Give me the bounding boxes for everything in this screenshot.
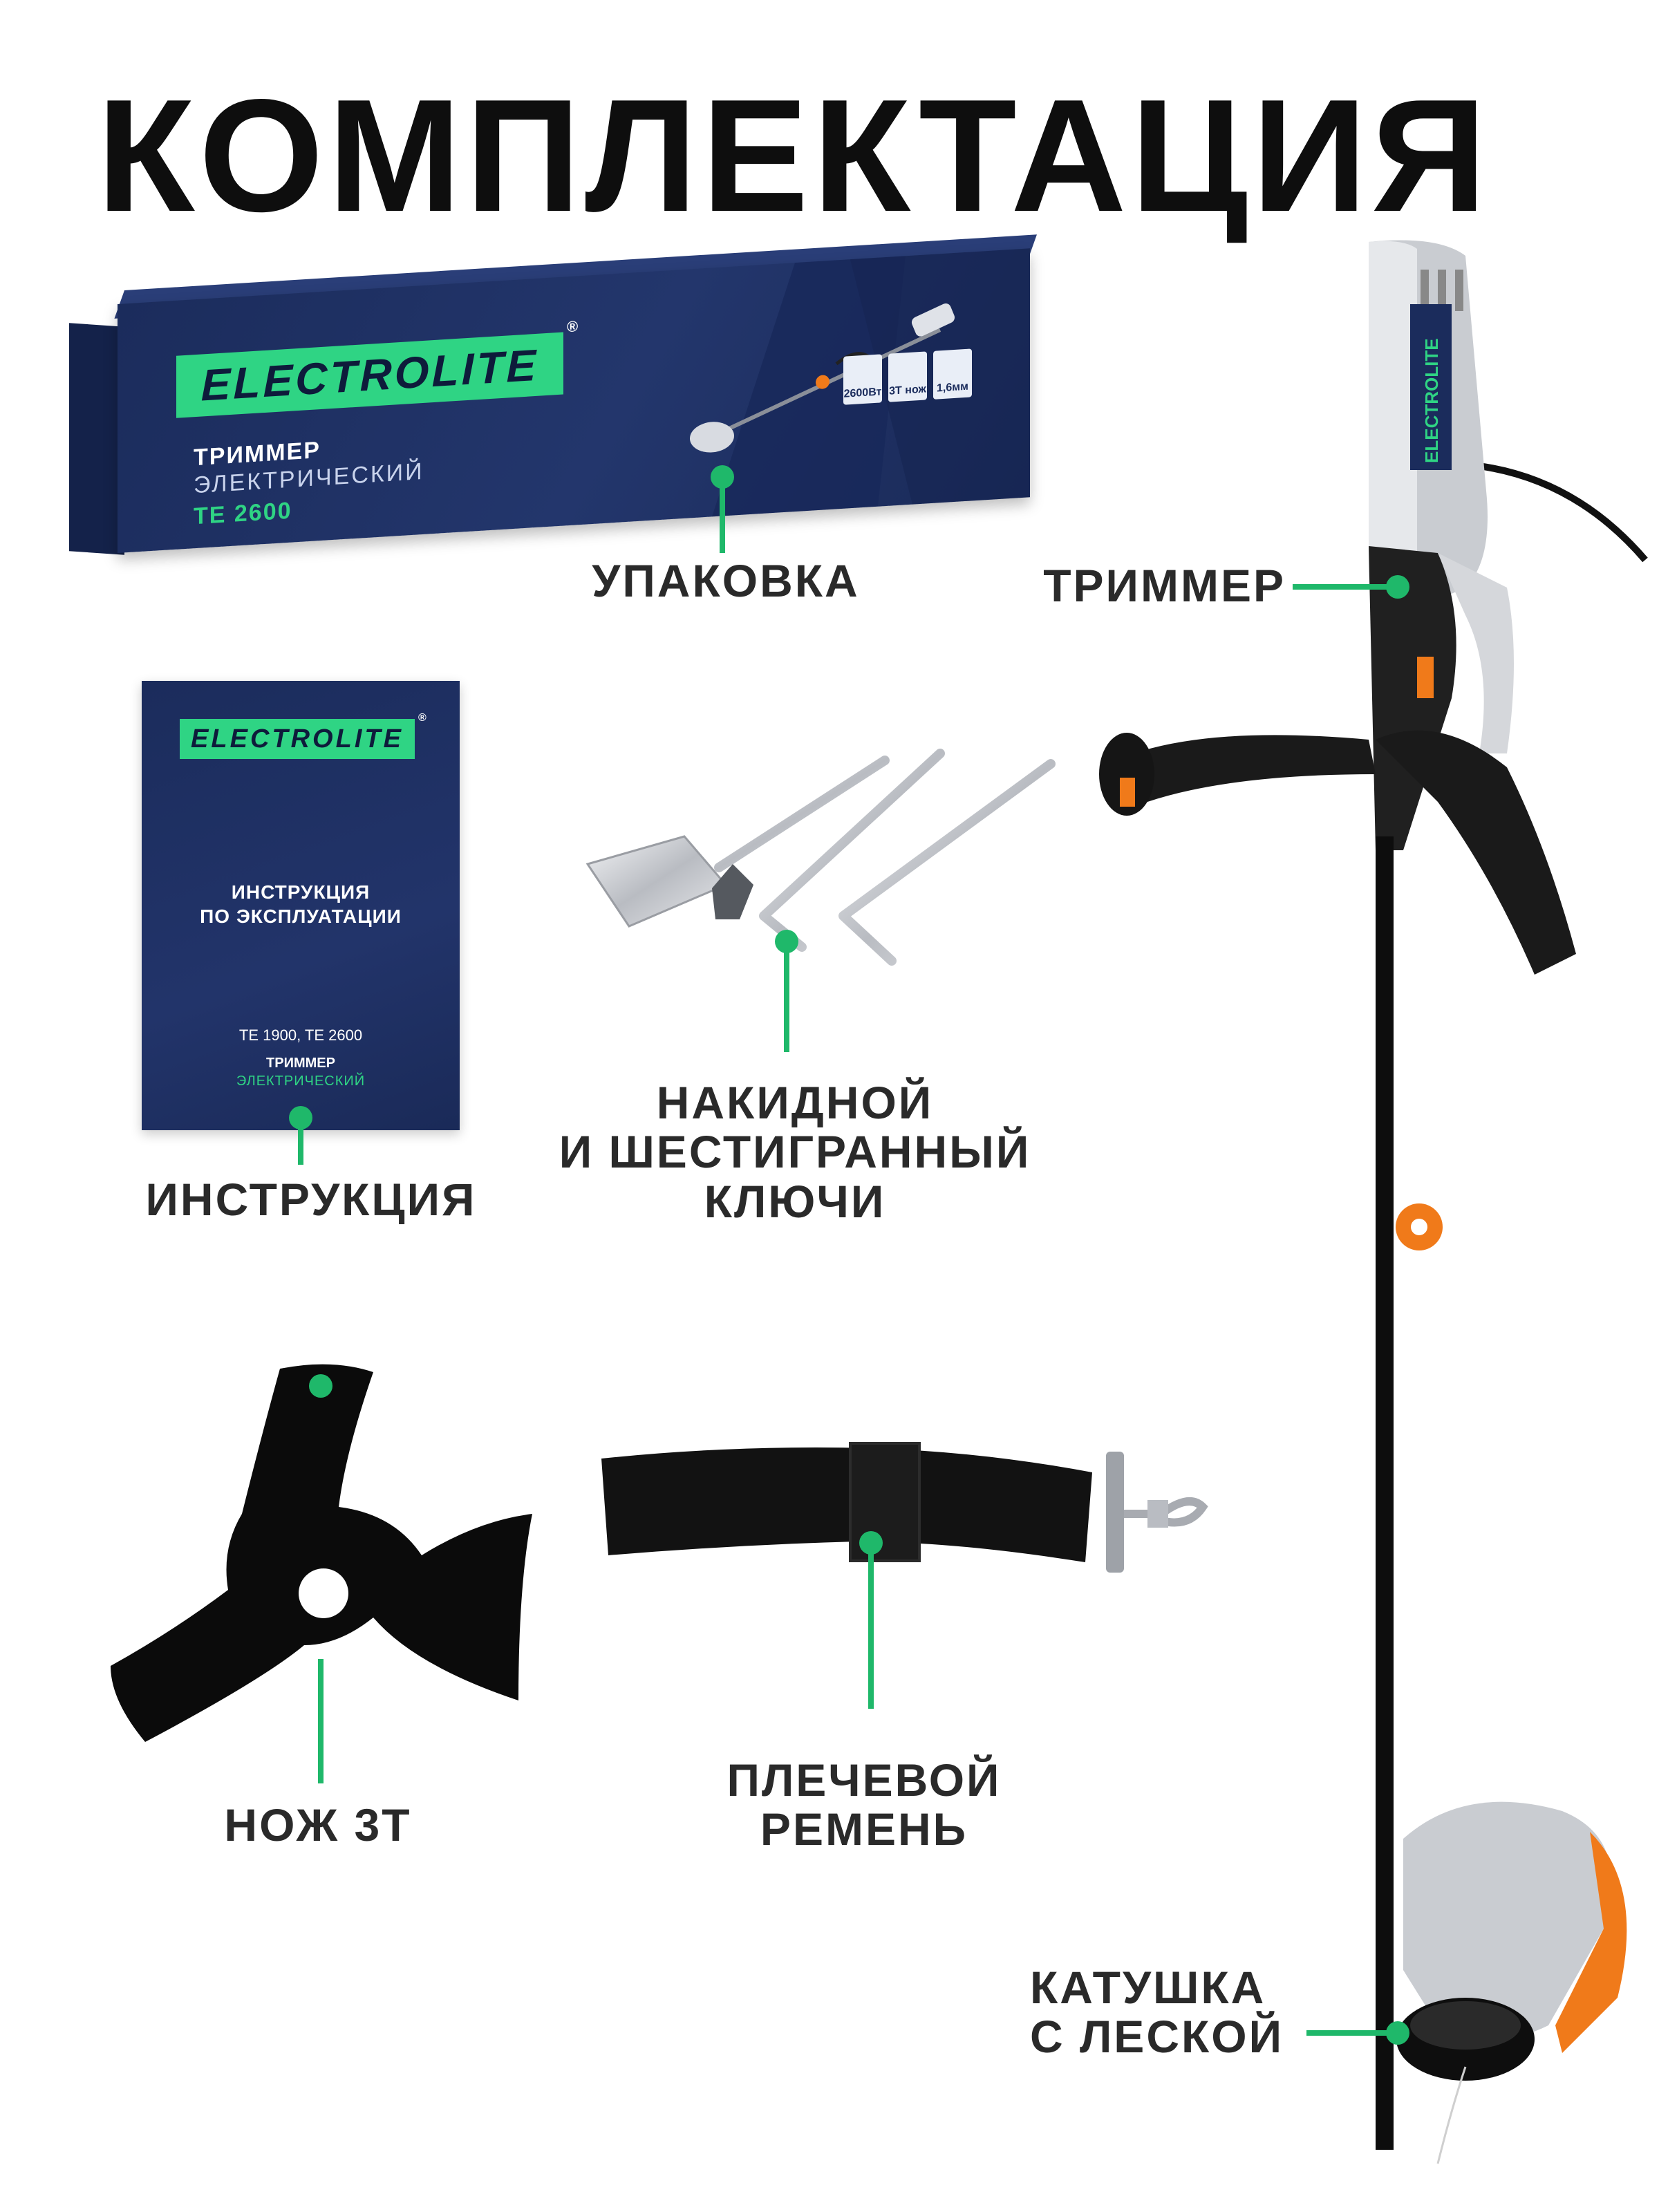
wrench-keys-illustration (585, 749, 1056, 966)
packaging-box: ELECTROLITE ® ТРИММЕР ЭЛЕКТРИЧЕСКИЙ TE 2… (118, 248, 1030, 553)
keys-label-line1: НАКИДНОЙ (656, 1077, 934, 1128)
trimmer-pointer-line (1293, 584, 1403, 590)
manual-title-line2: ПО ЭКСПЛУАТАЦИИ (200, 906, 402, 927)
keys-label-line3: КЛЮЧИ (704, 1175, 886, 1227)
spool-label-line2: С ЛЕСКОЙ (1030, 2011, 1284, 2063)
instruction-manual: ELECTROLITE ® ИНСТРУКЦИЯ ПО ЭКСПЛУАТАЦИИ… (142, 681, 460, 1130)
keys-label-line2: И ШЕСТИГРАННЫЙ (559, 1126, 1031, 1178)
strap-label-line2: РЕМЕНЬ (760, 1803, 968, 1855)
manual-product-line1: ТРИММЕР (266, 1056, 335, 1071)
page-title: КОМПЛЕКТАЦИЯ (97, 66, 1491, 245)
trimmer-brand-sticker: ELECTROLITE (1421, 338, 1442, 463)
manual-title-line1: ИНСТРУКЦИЯ (231, 881, 371, 903)
electric-trimmer: ELECTROLITE (1099, 240, 1648, 2164)
blade-label: НОЖ 3Т (224, 1799, 412, 1850)
trimmer-pointer-dot (1386, 575, 1409, 599)
keys-label: НАКИДНОЙ И ШЕСТИГРАННЫЙ КЛЮЧИ (546, 1078, 1044, 1226)
strap-label-line1: ПЛЕЧЕВОЙ (727, 1754, 1002, 1806)
spool-label: КАТУШКА С ЛЕСКОЙ (1030, 1962, 1293, 2063)
box-badge-blade: 3Т нож (888, 351, 927, 402)
strap-pointer-line (868, 1543, 874, 1709)
shoulder-strap (601, 1442, 1208, 1573)
box-end-panel (69, 323, 124, 555)
box-badge-line: 1,6мм (933, 348, 972, 400)
spool-label-line1: КАТУШКА (1030, 1962, 1266, 2013)
three-tooth-blade (111, 1364, 532, 1742)
packaging-pointer-line (720, 477, 725, 553)
spool-pointer-line (1306, 2030, 1403, 2036)
keys-pointer-line (784, 941, 789, 1052)
instruction-label: ИНСТРУКЦИЯ (145, 1174, 477, 1225)
box-registered-mark: ® (567, 317, 579, 336)
manual-registered-mark: ® (418, 712, 427, 724)
strap-label: ПЛЕЧЕВОЙ РЕМЕНЬ (657, 1754, 1071, 1855)
packaging-label: УПАКОВКА (592, 555, 860, 606)
blade-pointer-dot (309, 1374, 332, 1398)
manual-brand-logo: ELECTROLITE (180, 719, 415, 759)
box-badge-power: 2600Вт (843, 354, 882, 405)
instruction-pointer-line (298, 1118, 303, 1165)
manual-product-line2: ЭЛЕКТРИЧЕСКИЙ (236, 1074, 366, 1089)
blade-pointer-line (318, 1659, 324, 1783)
manual-models: TE 1900, TE 2600 (238, 1027, 363, 1044)
trimmer-label: ТРИММЕР (1043, 560, 1286, 611)
spool-pointer-dot (1386, 2021, 1409, 2045)
